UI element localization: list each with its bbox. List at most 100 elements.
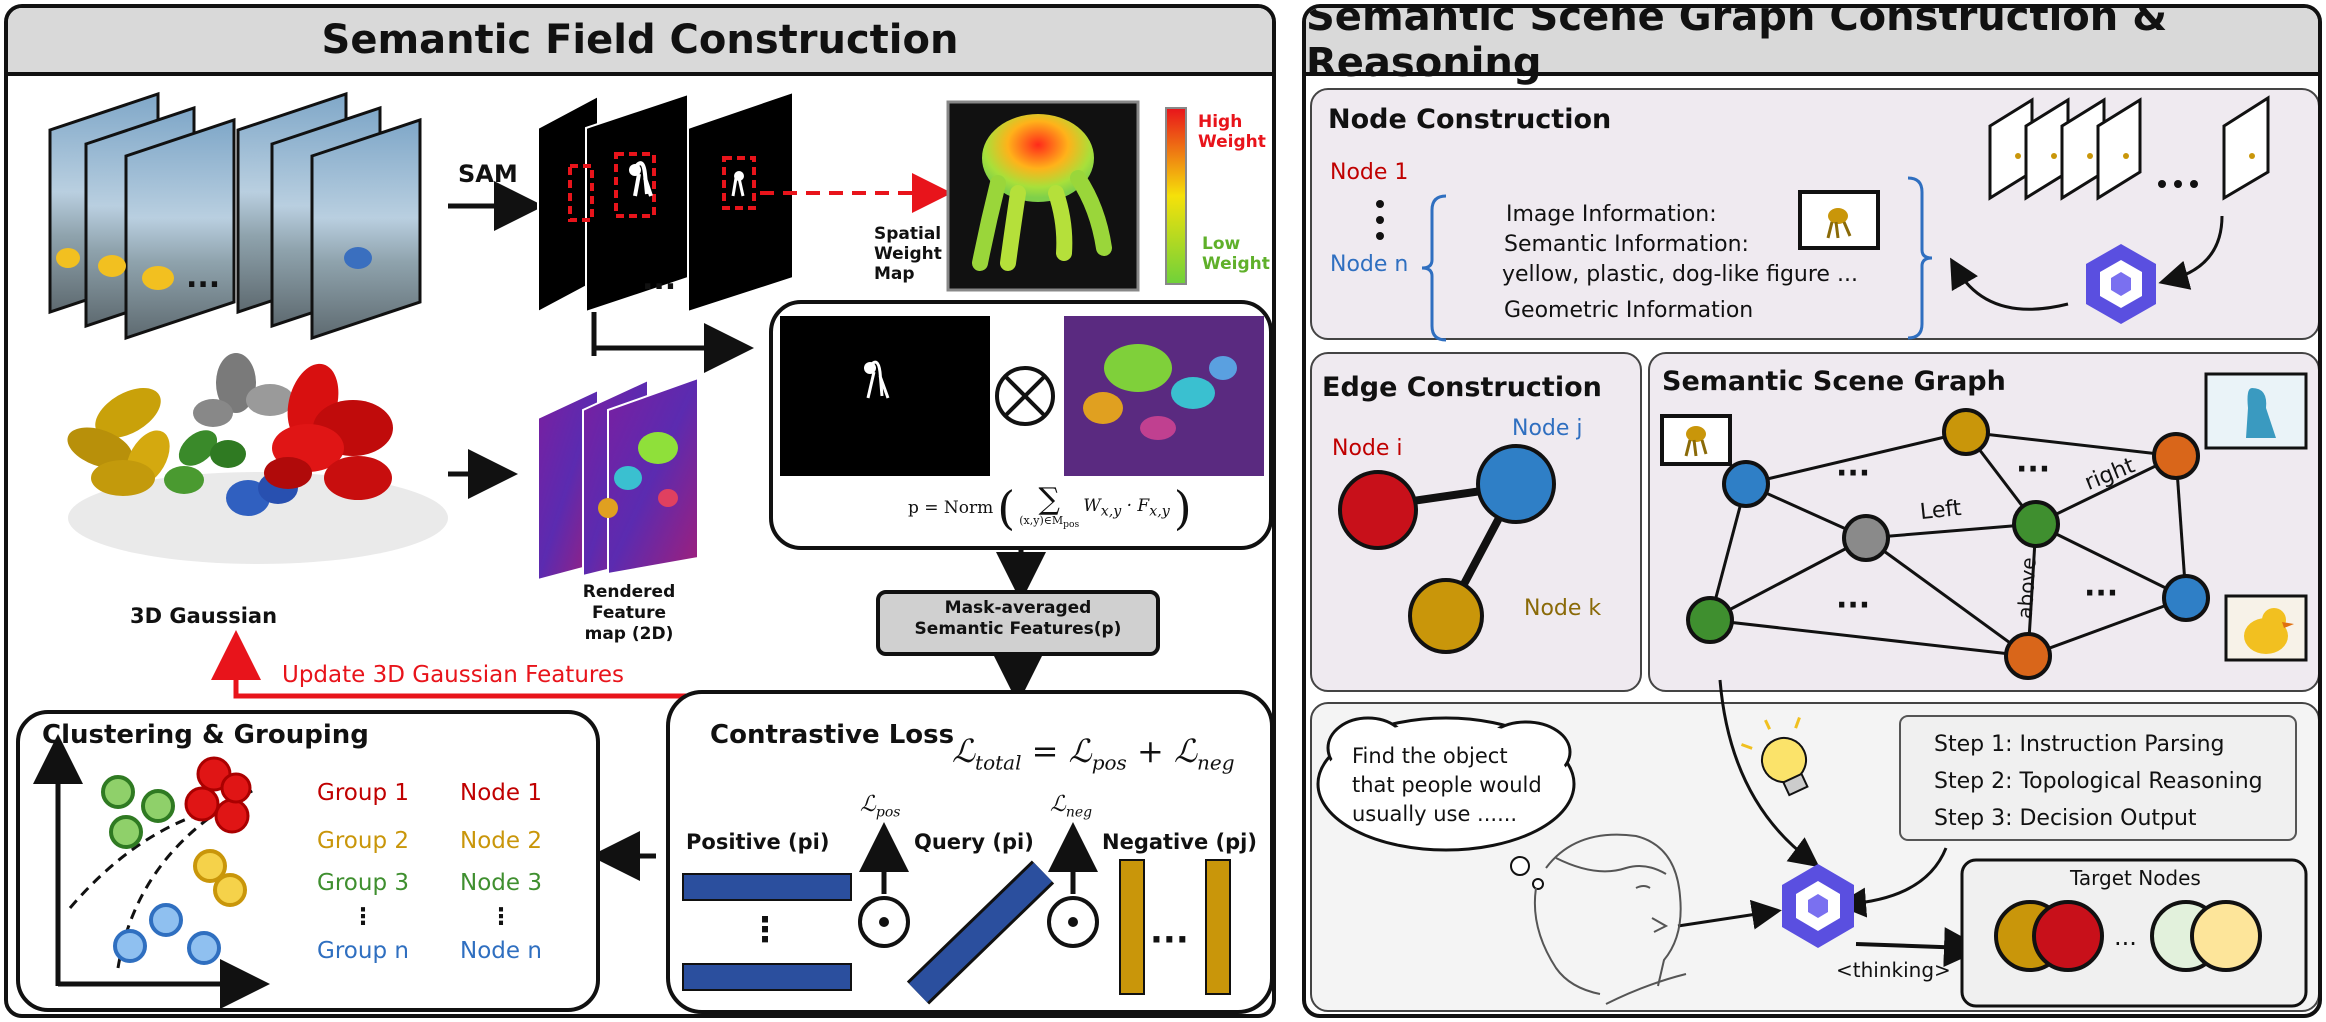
speech-line-1: Find the object [1352, 744, 1508, 768]
loss-formula: ℒtotal = ℒpos + ℒneg [952, 732, 1235, 774]
l-neg: ℒneg [1050, 792, 1092, 820]
l-pos-sym: ℒ [860, 792, 876, 817]
mask-averaged-label: Mask-averaged Semantic Features(p) [878, 598, 1158, 640]
positive-vdots: ⋮ [748, 910, 782, 950]
l-neg-sym: ℒ [1050, 792, 1066, 817]
node-list: Node 1 Node 2 Node 3 ⋮ Node n [446, 768, 556, 976]
node-list-3: Node 3 [460, 870, 542, 896]
loss-total: ℒ [952, 732, 976, 770]
speech-line-2: that people would [1352, 773, 1542, 797]
formula-f-sub: x,y [1149, 503, 1170, 520]
clustering-title: Clustering & Grouping [42, 720, 369, 750]
group-2: Group 2 [317, 828, 409, 854]
node-j-label: Node j [1512, 416, 1583, 441]
graph-dots-4: ··· [2084, 576, 2119, 611]
formula-paren-close: ) [1173, 481, 1192, 536]
group-3: Group 3 [317, 870, 409, 896]
image-info-label: Image Information: [1506, 202, 1717, 227]
node-list-2: Node 2 [460, 828, 542, 854]
formula-sum: ∑ (x,y)∈Mpos [1019, 482, 1080, 531]
node-vdots: ⋮ [489, 904, 513, 930]
sum-sub-2: pos [1063, 519, 1080, 531]
graph-dots-1: ··· [1836, 456, 1871, 491]
edge-label-left: Left [1918, 495, 1963, 526]
node-i-label: Node i [1332, 436, 1403, 461]
speech-text: Find the object that people would usuall… [1352, 742, 1542, 829]
step-1: Step 1: Instruction Parsing [1934, 732, 2225, 757]
loss-total-sub: total [975, 750, 1022, 775]
input-image-stack-1 [48, 91, 236, 341]
group-n: Group n [317, 938, 409, 964]
rendered-label-2: map (2D) [584, 624, 674, 644]
low-weight-2: Weight [1202, 254, 1270, 274]
node-construction-title: Node Construction [1328, 104, 1612, 135]
high-weight-label: High Weight [1198, 112, 1266, 152]
formula-terms: Wx,y · Fx,y [1083, 496, 1169, 519]
speech-line-3: usually use ...... [1352, 802, 1518, 826]
gaussian-blobs [67, 353, 448, 564]
target-nodes-title: Target Nodes [2070, 866, 2201, 890]
group-vdots: ⋮ [351, 904, 375, 930]
high-weight-1: High [1198, 112, 1243, 132]
mask-avg-1: Mask-averaged [944, 598, 1092, 618]
sum-sub-1: (x,y)∈M [1019, 514, 1064, 527]
speech-cloud [1316, 716, 1576, 890]
l-pos: ℒpos [860, 792, 900, 820]
target-dots: ··· [2114, 930, 2137, 958]
formula-w-sub: x,y [1100, 503, 1122, 520]
step-3: Step 3: Decision Output [1934, 806, 2197, 831]
gaussian-label: 3D Gaussian [130, 604, 278, 628]
graph-dots-3: ··· [1836, 588, 1871, 623]
loss-neg-sub: neg [1197, 750, 1235, 775]
contrastive-title: Contrastive Loss [710, 720, 955, 750]
panel-title: Semantic Field Construction [8, 8, 1272, 76]
input-image-stack-2 [236, 91, 422, 341]
scene-graph-nodes [1686, 408, 2210, 680]
group-list: Group 1 Group 2 Group 3 ⋮ Group n [308, 768, 418, 976]
query-label: Query (pi) [914, 830, 1034, 854]
mask-avg-2: Semantic Features(p) [914, 619, 1122, 639]
reasoning-llm-icon [1782, 864, 1854, 948]
loss-pos-sub: pos [1091, 750, 1127, 775]
rendered-label-1: Rendered Feature [582, 582, 676, 623]
semantic-value: yellow, plastic, dog-like figure ... [1502, 262, 1858, 287]
node-list-1: Node 1 [460, 780, 542, 806]
update-gaussian-label: Update 3D Gaussian Features [282, 662, 624, 688]
node-list-n: Node n [460, 938, 542, 964]
l-neg-sub: neg [1065, 804, 1093, 821]
low-weight-label: Low Weight [1202, 234, 1270, 274]
negative-hdots: ··· [1150, 920, 1189, 960]
low-weight-1: Low [1202, 234, 1241, 254]
ellipsis-masks: ... [642, 262, 677, 297]
cluster-gold [193, 849, 247, 907]
node-n-label: Node n [1330, 252, 1409, 277]
edge-construction-title: Edge Construction [1322, 372, 1602, 403]
group-1: Group 1 [317, 780, 409, 806]
l-pos-sub: pos [875, 804, 901, 821]
formula-p: p = Norm [908, 498, 994, 519]
spatial-label-2: Weight [874, 244, 942, 264]
thinking-label: <thinking> [1836, 958, 1951, 982]
cluster-green [101, 775, 175, 849]
negative-label: Negative (pj) [1102, 830, 1257, 854]
formula-w: W [1083, 496, 1101, 517]
geometric-info-label: Geometric Information [1504, 298, 1754, 323]
sam-label: SAM [458, 160, 518, 188]
spatial-label-1: Spatial [874, 224, 942, 244]
left-panel-graphics [16, 90, 1272, 1014]
sum-sign: ∑ [1038, 482, 1060, 517]
norm-formula: p = Norm ( ∑ (x,y)∈Mpos Wx,y · Fx,y ) [908, 481, 1192, 536]
llm-logo-icon [2086, 244, 2156, 324]
semantic-info-label: Semantic Information: [1504, 232, 1749, 257]
spatial-weight-map [946, 100, 1187, 292]
spatial-label-3: Map [874, 264, 915, 284]
panel-title-right: Semantic Scene Graph Construction & Reas… [1306, 8, 2318, 86]
mask-stack [537, 90, 794, 314]
node-k-label: Node k [1524, 596, 1602, 621]
formula-f: · F [1126, 496, 1150, 517]
loss-eq: = ℒ [1021, 732, 1092, 770]
high-weight-2: Weight [1198, 132, 1266, 152]
step-2: Step 2: Topological Reasoning [1934, 769, 2263, 794]
graph-dots-2: ··· [2016, 452, 2051, 487]
rendered-feature-stack [537, 376, 699, 582]
